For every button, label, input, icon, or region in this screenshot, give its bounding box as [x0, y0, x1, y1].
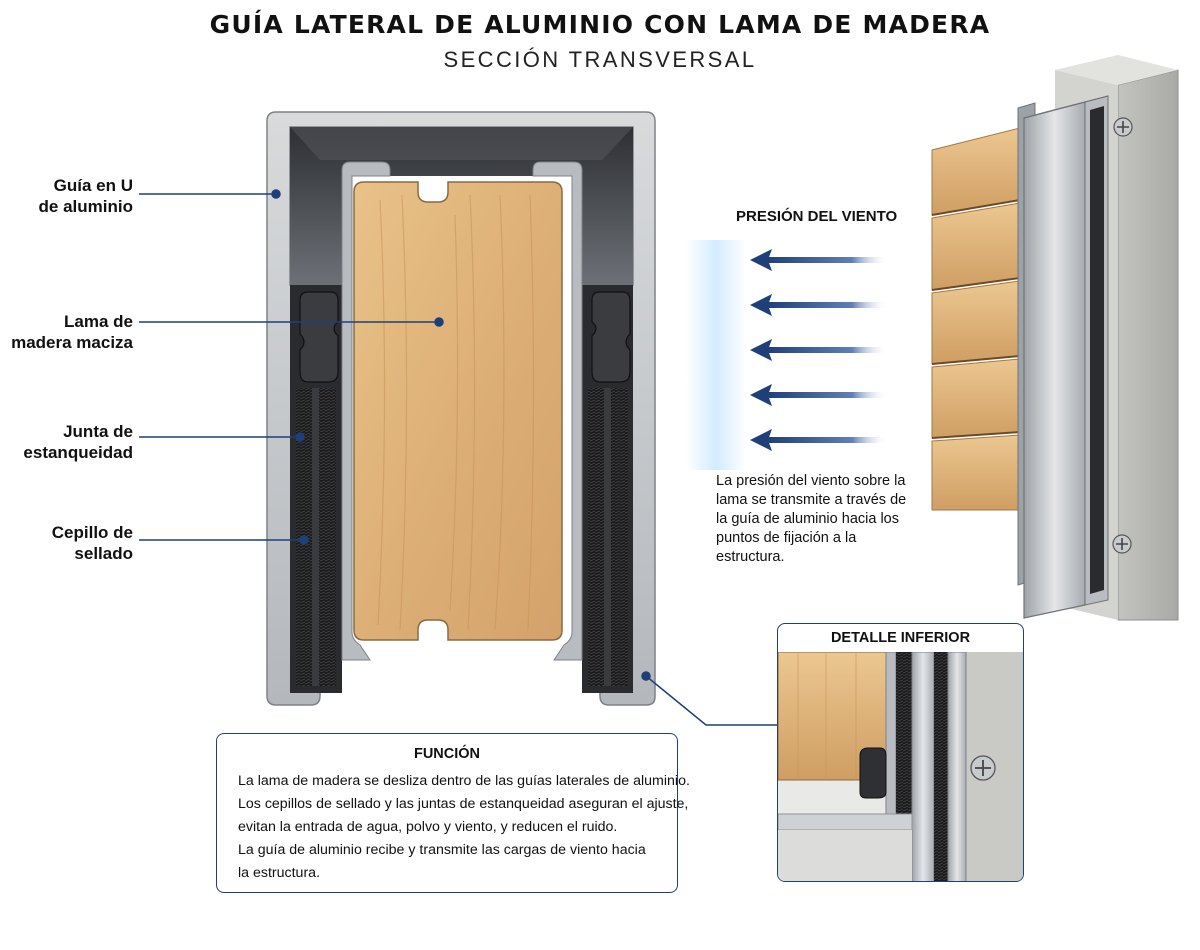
function-box: FUNCIÓN La lama de madera se desliza den…	[216, 733, 690, 893]
inner-guide-channel	[341, 161, 583, 661]
function-line: evitan la entrada de agua, polvo y vient…	[238, 819, 618, 835]
wind-arrow-shaft	[768, 347, 888, 353]
mounted-3d-view	[931, 55, 1179, 621]
function-text: La lama de madera se desliza dentro de l…	[238, 770, 690, 885]
page-subtitle: SECCIÓN TRANSVERSAL	[443, 47, 757, 72]
bottom-detail-illustration	[778, 652, 1023, 881]
wind-arrow-shaft	[768, 392, 888, 398]
wind-arrow-head	[750, 339, 772, 361]
wind-arrows	[750, 249, 888, 451]
wind-arrow-shaft	[768, 302, 888, 308]
wind-arrow-head	[750, 384, 772, 406]
detail-title: DETALLE INFERIOR	[830, 630, 971, 646]
wind-pressure-title: PRESIÓN DEL VIENTO	[736, 208, 898, 225]
wind-arrow-shaft	[768, 437, 888, 443]
function-title: FUNCIÓN	[413, 746, 481, 762]
function-line: La guía de aluminio recibe y transmite l…	[238, 842, 646, 858]
sealing-gasket	[299, 291, 631, 383]
wind-pressure-description: La presión del viento sobre la lama se t…	[716, 473, 907, 565]
wood-slats-3d	[931, 127, 1021, 511]
wood-slat	[353, 181, 563, 641]
wind-arrow-shaft	[768, 257, 888, 263]
callout-leaders	[139, 189, 777, 726]
wind-arrow-head	[750, 249, 772, 271]
wind-glow	[686, 240, 746, 470]
page-title: GUÍA LATERAL DE ALUMINIO CON LAMA DE MAD…	[209, 10, 991, 39]
wind-arrow-head	[750, 429, 772, 451]
function-line: La lama de madera se desliza dentro de l…	[238, 773, 690, 789]
function-line: Los cepillos de sellado y las juntas de …	[238, 796, 689, 812]
bottom-detail-box: DETALLE INFERIOR	[777, 623, 1024, 882]
function-line: la estructura.	[238, 865, 321, 881]
wind-arrow-head	[750, 294, 772, 316]
